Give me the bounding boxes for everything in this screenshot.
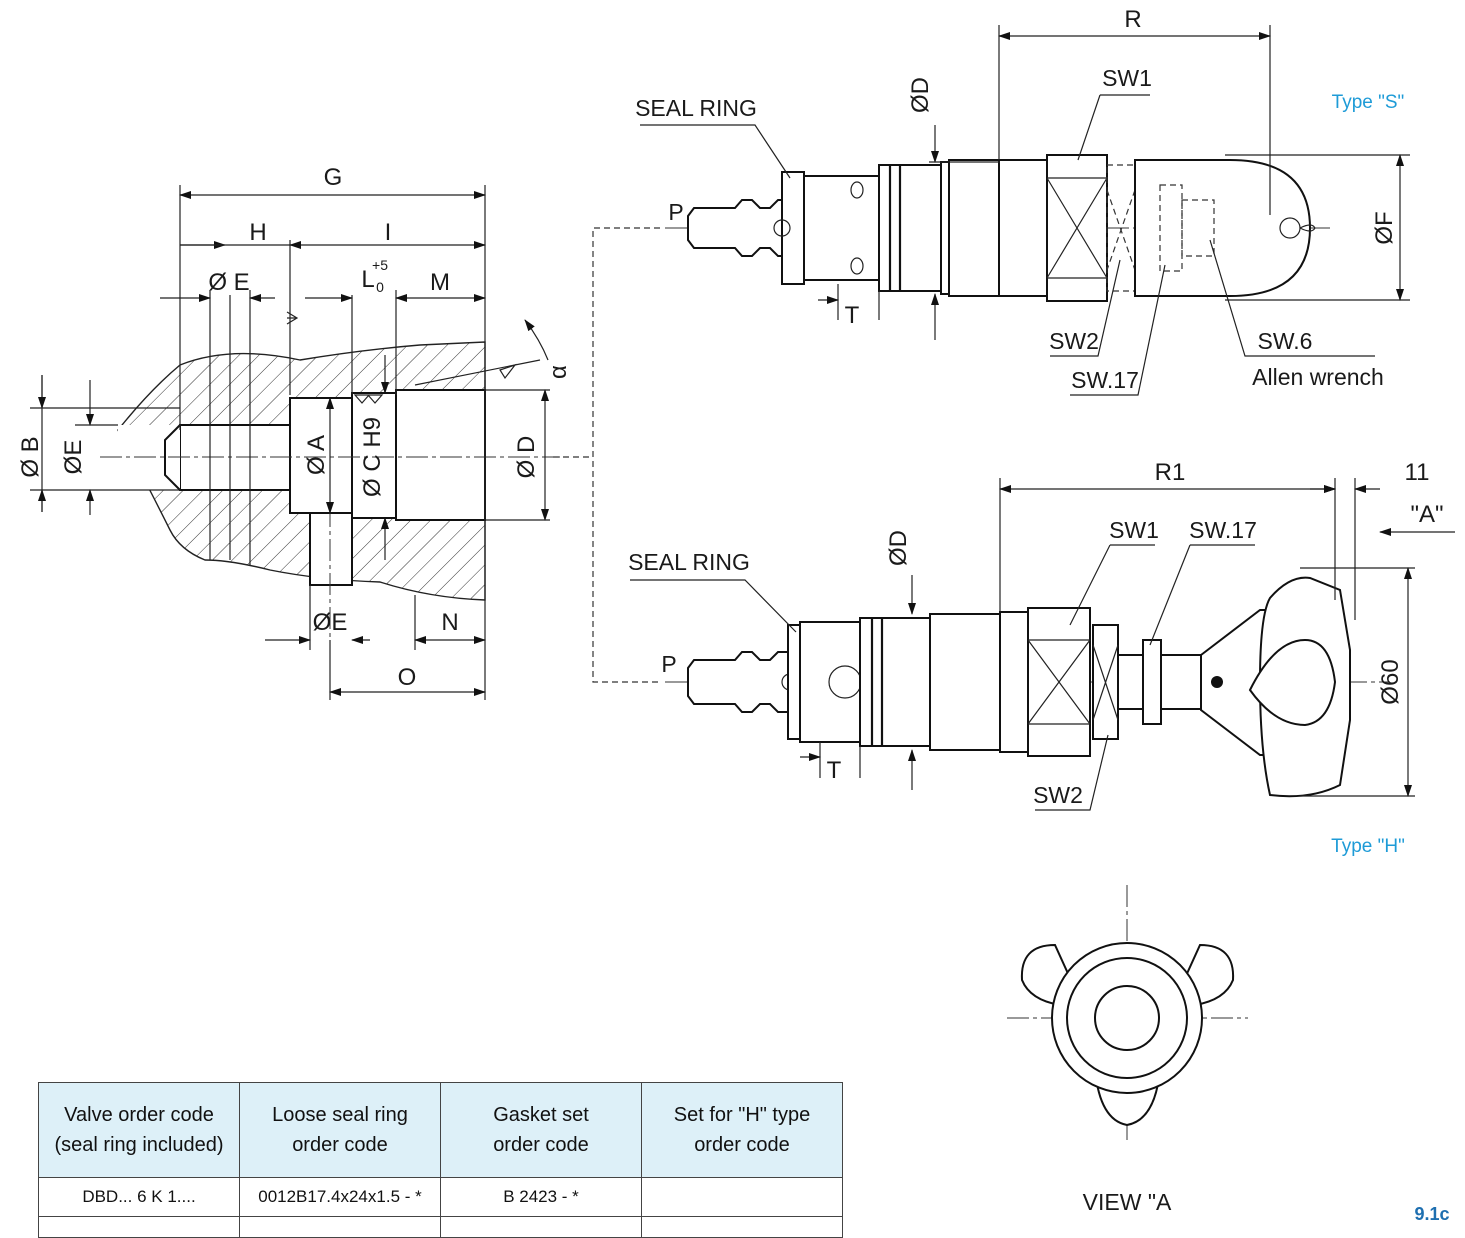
cap: [1134, 159, 1312, 297]
bore-D: [395, 389, 486, 521]
allen-wrench-label: Allen wrench: [1252, 364, 1384, 390]
sw1-label-s: SW1: [1102, 65, 1152, 91]
bore-C: [351, 392, 397, 519]
dim-N: N: [441, 609, 458, 636]
dim-E-top: Ø E: [208, 269, 249, 296]
cell-valve-code: DBD... 6 K 1....: [38, 1177, 240, 1217]
dim-M: M: [430, 269, 450, 296]
dim-L: L: [361, 266, 374, 293]
nipple: [687, 199, 783, 257]
dim-alpha: α: [545, 365, 572, 379]
cell-h-type-code: [641, 1177, 843, 1217]
sw2-label-s: SW2: [1049, 328, 1099, 354]
sw17-label-s: SW.17: [1071, 367, 1139, 393]
dim-H: H: [249, 219, 266, 246]
view-a: VIEW "A: [1007, 885, 1248, 1215]
dim-I: I: [385, 219, 392, 246]
cavity-section-view: G H I Ø E L +5 0 M Ø B ØE Ø A Ø C H9 Ø D…: [17, 164, 572, 700]
dim-T-s: T: [845, 302, 860, 329]
sw6-label: SW.6: [1258, 328, 1313, 354]
connection-bracket: [553, 227, 660, 683]
dim-T-h: T: [827, 757, 842, 784]
table-header-row: Valve order code(seal ring included) Loo…: [38, 1082, 843, 1178]
order-code-table: Valve order code(seal ring included) Loo…: [38, 1082, 843, 1238]
dim-E-bottom: ØE: [313, 609, 348, 636]
type-s-valve: SEAL RING P R ØD ØF T SW1 SW2 SW.17 SW.6…: [635, 6, 1410, 396]
sw1-label-h: SW1: [1109, 517, 1159, 543]
bore-E-side: [309, 512, 353, 586]
sw17-label-h: SW.17: [1189, 517, 1257, 543]
port-p-s: P: [668, 199, 683, 225]
view-ref-A: "A": [1410, 501, 1443, 528]
seal-ring-label-s: SEAL RING: [635, 95, 757, 121]
header-valve-order-code: Valve order code(seal ring included): [38, 1082, 240, 1178]
dim-C: Ø C H9: [359, 417, 386, 497]
dim-E-left: ØE: [60, 440, 87, 475]
dim-L-upper: +5: [372, 257, 388, 273]
dim-B: Ø B: [17, 436, 44, 477]
dim-D-s: ØD: [907, 77, 934, 113]
type-s-label: Type "S": [1332, 92, 1405, 113]
type-h-valve: SEAL RING P R1 11 "A" ØD Ø60 T SW1 SW.17…: [628, 459, 1455, 857]
dim-R: R: [1124, 6, 1141, 33]
dim-O: O: [398, 664, 417, 691]
type-h-label: Type "H": [1331, 836, 1405, 857]
page-number: 9.1c: [1414, 1204, 1449, 1220]
sw2-label-h: SW2: [1033, 782, 1083, 808]
dim-60: Ø60: [1377, 659, 1404, 704]
dim-D: Ø D: [513, 436, 540, 479]
dim-R1: R1: [1155, 459, 1186, 486]
dim-G: G: [324, 164, 343, 191]
cell-seal-ring-code: 0012B17.4x24x1.5 - *: [239, 1177, 441, 1217]
view-a-label: VIEW "A: [1083, 1189, 1172, 1215]
dim-A: Ø A: [303, 435, 330, 475]
seal-ring-label-h: SEAL RING: [628, 549, 750, 575]
cell-gasket-code: B 2423 - *: [440, 1177, 642, 1217]
dim-L-lower: 0: [376, 279, 384, 295]
dim-11: 11: [1405, 459, 1430, 486]
table-row: DBD... 6 K 1.... 0012B17.4x24x1.5 - * B …: [38, 1177, 843, 1217]
port-p-h: P: [661, 651, 676, 677]
dim-D-h: ØD: [885, 530, 912, 566]
dim-F: ØF: [1371, 211, 1398, 244]
